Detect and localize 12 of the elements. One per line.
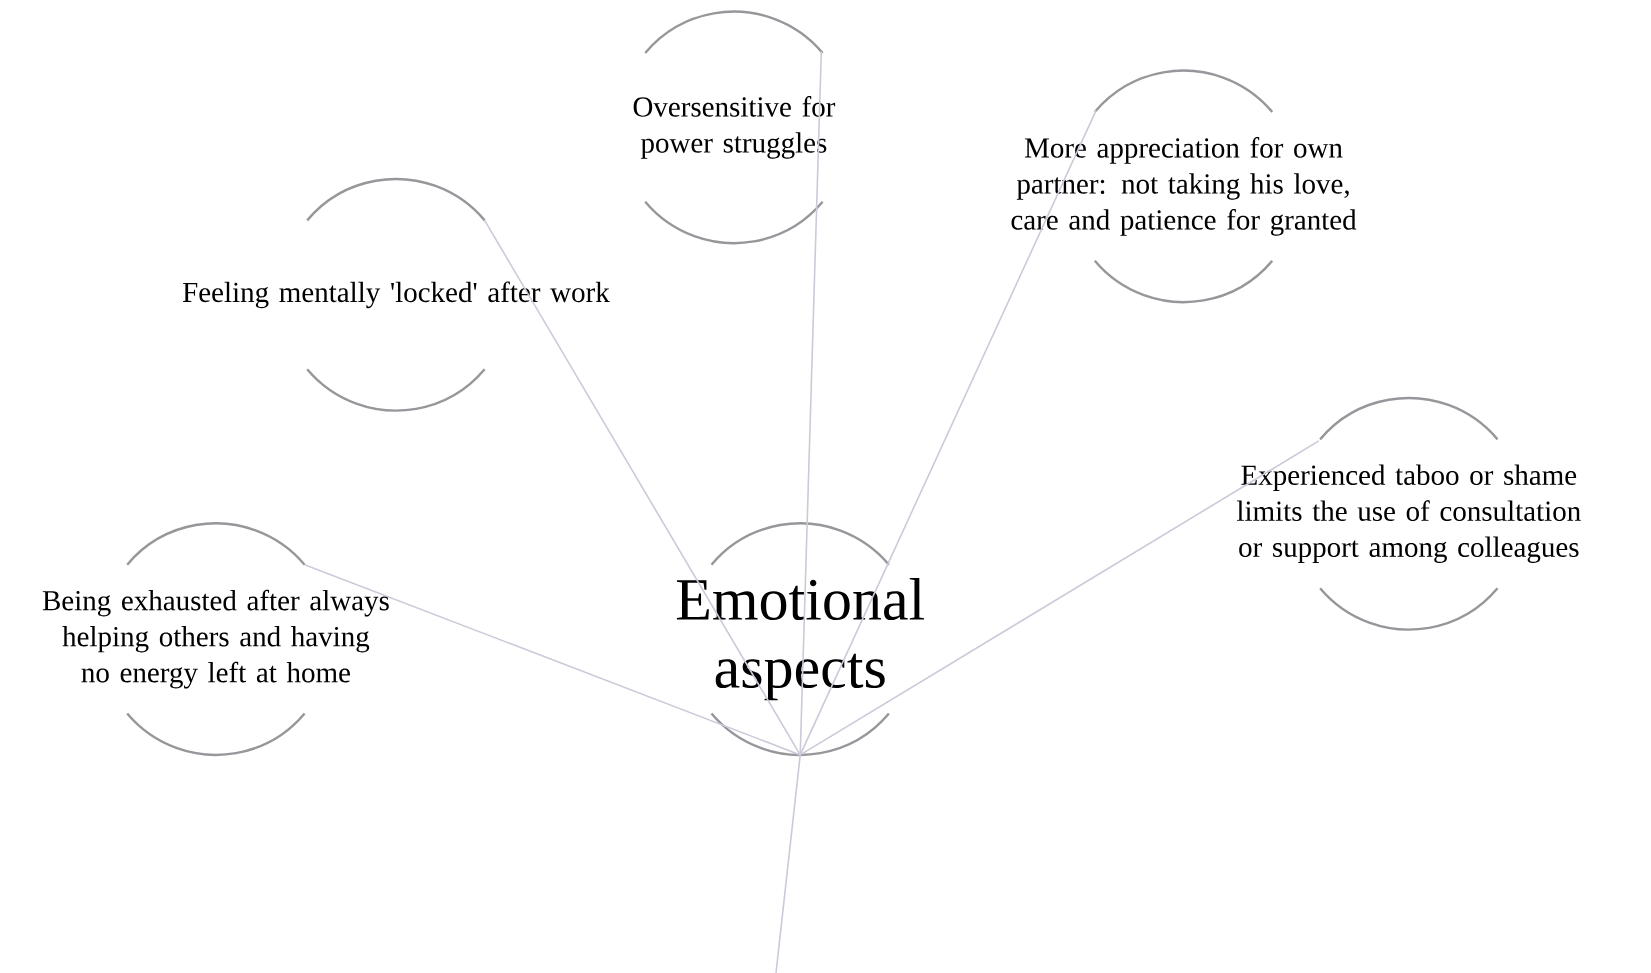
topic-node: Experienced taboo or shame limits the use of consultation or support among colleagues bbox=[1237, 396, 1581, 631]
topic-node: Being exhausted after always helping others and having no energy left at home bbox=[42, 522, 389, 757]
topic-node: More appreciation for own partner: not taking his love, care and patience for granted bbox=[1011, 69, 1357, 304]
connector-line bbox=[775, 754, 801, 973]
connector-line bbox=[799, 109, 1097, 756]
connector-line bbox=[483, 219, 801, 756]
connector-line bbox=[303, 563, 801, 756]
topic-node: Oversensitive for power struggles bbox=[633, 10, 836, 245]
central-topic: Emotional aspects bbox=[676, 522, 925, 757]
connector-line bbox=[799, 440, 1320, 756]
connector-line bbox=[799, 50, 823, 756]
topic-node: Feeling mentally 'locked' after work bbox=[182, 177, 610, 412]
